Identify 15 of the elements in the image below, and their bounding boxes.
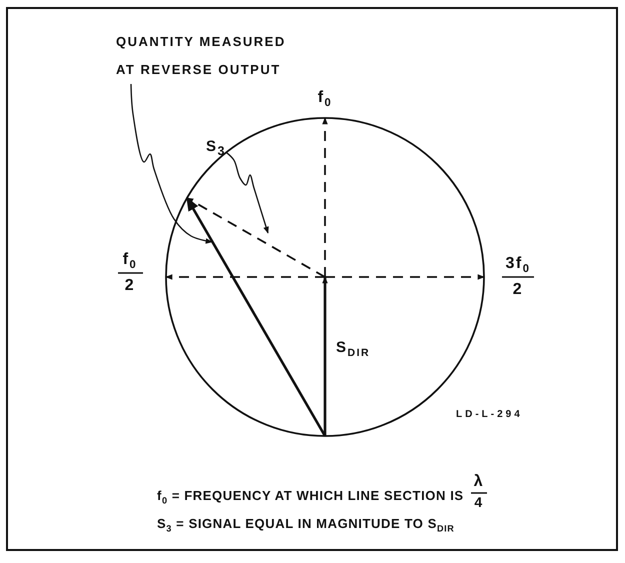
footnote: S$_{3}$ = SIGNAL EQUAL IN MAGNITUDE TO S$_{DIR}$ bbox=[157, 516, 454, 534]
footnote-fraction: 4 bbox=[474, 494, 484, 511]
leader-line bbox=[130, 84, 213, 244]
callout-text: QUANTITY MEASURED AT REVERSE OUTPUT bbox=[116, 33, 287, 79]
leader-line bbox=[226, 152, 269, 234]
figure-number: LD-L-294 bbox=[456, 409, 523, 421]
footnote: f$_{0}$ = FREQUENCY AT WHICH LINE SECTION IS bbox=[157, 488, 464, 506]
callout-text: S$_{3}$ bbox=[206, 137, 226, 160]
axis-label: f$_{0}$ bbox=[318, 88, 332, 111]
axis-label: f$_{0}$ bbox=[122, 250, 138, 273]
axis-label: 2 bbox=[512, 280, 524, 300]
vector-label: S$_{DIR}$ bbox=[336, 339, 370, 360]
axis-label: 2 bbox=[124, 276, 136, 296]
axis-label: 3f$_{0}$ bbox=[506, 254, 530, 277]
footnote-fraction: λ bbox=[474, 472, 484, 492]
